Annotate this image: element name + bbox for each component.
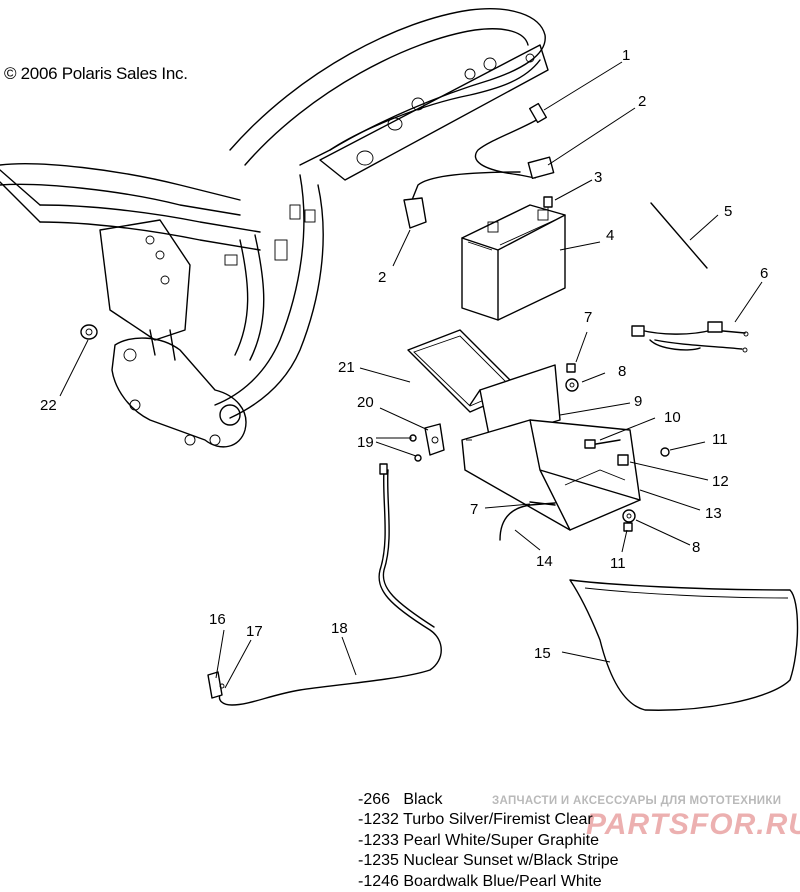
callout-8-bottom: 8 xyxy=(692,539,700,556)
callout-16: 16 xyxy=(209,611,226,628)
part-6-harness xyxy=(631,321,749,353)
callout-7-top: 7 xyxy=(584,309,592,326)
callout-6: 6 xyxy=(760,265,768,282)
callout-4: 4 xyxy=(606,227,614,244)
callout-14: 14 xyxy=(536,553,553,570)
parts-16-18-vent-hose xyxy=(207,463,442,706)
callout-21: 21 xyxy=(338,359,355,376)
callout-10: 10 xyxy=(664,409,681,426)
part-15-side-cover xyxy=(569,579,799,711)
frame-drawing xyxy=(0,8,549,448)
callout-11-right: 11 xyxy=(712,431,728,448)
callout-numbers: 1 2 2 3 4 5 6 7 7 8 8 9 10 11 11 12 13 1… xyxy=(40,47,768,662)
callout-2-left: 2 xyxy=(378,269,386,286)
callout-5: 5 xyxy=(724,203,732,220)
copyright-notice: © 2006 Polaris Sales Inc. xyxy=(4,64,188,83)
color-options-list: -266 Black -1232 Turbo Silver/Firemist C… xyxy=(358,790,619,892)
color-option: -1235 Nuclear Sunset w/Black Stripe xyxy=(358,852,619,870)
part-22-grommet xyxy=(80,324,98,340)
callout-1: 1 xyxy=(622,47,630,64)
callout-13: 13 xyxy=(705,505,722,522)
callout-7-bottom: 7 xyxy=(470,501,478,518)
color-option: -266 Black xyxy=(358,791,443,808)
callout-2-top: 2 xyxy=(638,93,646,110)
color-option: -1233 Pearl White/Super Graphite xyxy=(358,831,600,849)
watermark-tagline: ЗАПЧАСТИ И АКСЕССУАРЫ ДЛЯ МОТОТЕХНИКИ xyxy=(492,795,782,807)
leader-lines xyxy=(59,61,763,689)
part-4-battery xyxy=(461,204,566,321)
part-5-rod xyxy=(650,202,708,269)
callout-15: 15 xyxy=(534,645,551,662)
callout-17: 17 xyxy=(246,623,263,640)
callout-9: 9 xyxy=(634,393,642,410)
callout-11-bottom: 11 xyxy=(610,555,626,572)
part-14-bent-rod xyxy=(499,502,556,541)
callout-8-top: 8 xyxy=(618,363,626,380)
color-option: -1232 Turbo Silver/Firemist Clear xyxy=(358,811,593,829)
callout-22: 22 xyxy=(40,397,57,414)
watermark-logo: PARTSFOR.RU xyxy=(586,808,800,841)
callout-20: 20 xyxy=(357,394,374,411)
callout-18: 18 xyxy=(331,620,348,637)
callout-3: 3 xyxy=(594,169,602,186)
battery-box-assembly xyxy=(407,329,670,532)
callout-19: 19 xyxy=(357,434,374,451)
callout-12: 12 xyxy=(712,473,729,490)
parts-1-2-battery-cable xyxy=(403,102,555,229)
color-option: -1246 Boardwalk Blue/Pearl White xyxy=(358,872,602,890)
